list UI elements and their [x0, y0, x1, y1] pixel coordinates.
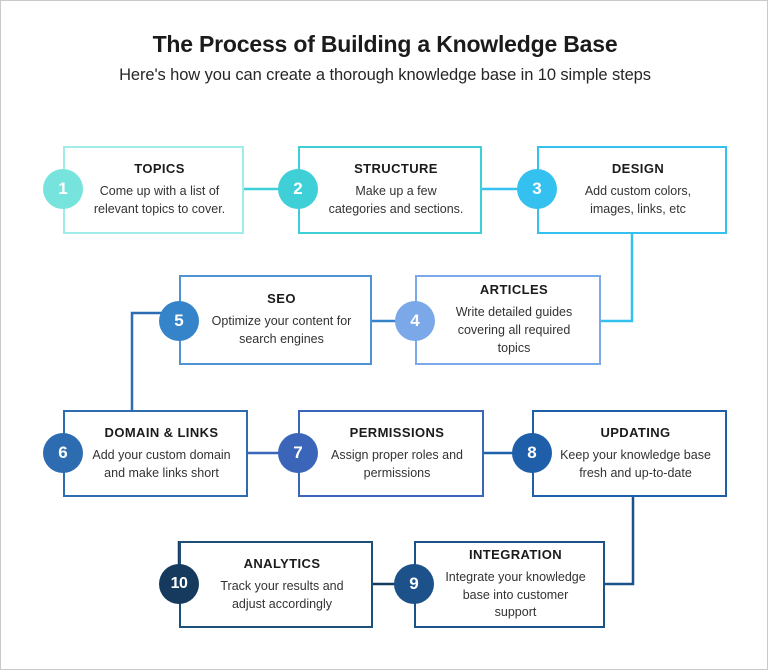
step-number-4: 4: [410, 311, 420, 330]
connector-3-4: [601, 234, 634, 323]
step-badge-10[interactable]: 10: [159, 564, 199, 604]
step-number-3: 3: [532, 179, 542, 198]
step-box-5[interactable]: SEO Optimize your content for search eng…: [179, 275, 372, 365]
step-description-5: Optimize your content for search engines: [211, 314, 352, 346]
step-number-10: 10: [170, 575, 188, 592]
step-number-1: 1: [58, 179, 68, 198]
step-description-7: Assign proper roles and permissions: [330, 447, 464, 480]
page-subtitle: Here's how you can create a thorough kno…: [119, 66, 651, 84]
step-box-4[interactable]: ARTICLES Write detailed guides covering …: [415, 275, 601, 365]
step-title-5: SEO: [267, 291, 296, 307]
header-block: The Process of Building a Knowledge Base…: [1, 31, 767, 85]
step-box-6[interactable]: DOMAIN & LINKS Add your custom domain an…: [63, 410, 248, 497]
step-content-7: PERMISSIONS Assign proper roles and perm…: [300, 412, 482, 495]
page-title: The Process of Building a Knowledge Base: [152, 31, 618, 57]
step-number-5: 5: [174, 311, 184, 330]
step-badge-4[interactable]: 4: [395, 301, 435, 341]
step-number-9: 9: [409, 574, 419, 593]
step-box-2[interactable]: STRUCTURE Make up a few categories and s…: [298, 146, 482, 234]
step-content-6: DOMAIN & LINKS Add your custom domain an…: [65, 412, 246, 495]
step-badge-5[interactable]: 5: [159, 301, 199, 341]
step-badge-6[interactable]: 6: [43, 433, 83, 473]
step-content-3: DESIGN Add custom colors, images, links,…: [539, 148, 725, 232]
step-description-2: Make up a few categories and sections.: [328, 184, 464, 216]
step-content-5: SEO Optimize your content for search eng…: [181, 277, 370, 363]
step-badge-9[interactable]: 9: [394, 564, 434, 604]
step-description-8: Keep your knowledge base fresh and up-to…: [560, 447, 711, 480]
step-box-8[interactable]: UPDATING Keep your knowledge base fresh …: [532, 410, 727, 497]
step-title-8: UPDATING: [600, 424, 671, 440]
step-badge-1[interactable]: 1: [43, 169, 83, 209]
step-badge-3[interactable]: 3: [517, 169, 557, 209]
step-title-10: ANALYTICS: [243, 555, 321, 571]
step-content-2: STRUCTURE Make up a few categories and s…: [300, 148, 480, 232]
step-description-4: Write detailed guides covering all requi…: [455, 305, 573, 355]
step-content-8: UPDATING Keep your knowledge base fresh …: [534, 412, 725, 495]
step-box-7[interactable]: PERMISSIONS Assign proper roles and perm…: [298, 410, 484, 497]
step-description-6: Add your custom domain and make links sh…: [92, 447, 231, 480]
step-title-1: TOPICS: [134, 161, 185, 177]
step-number-7: 7: [293, 443, 303, 462]
step-title-2: STRUCTURE: [354, 161, 438, 177]
step-content-4: ARTICLES Write detailed guides covering …: [417, 277, 599, 363]
step-badge-7[interactable]: 7: [278, 433, 318, 473]
step-content-1: TOPICS Come up with a list of relevant t…: [65, 148, 242, 232]
step-box-9[interactable]: INTEGRATION Integrate your knowledge bas…: [414, 541, 605, 628]
step-description-10: Track your results and adjust accordingl…: [220, 578, 344, 611]
step-content-9: INTEGRATION Integrate your knowledge bas…: [416, 543, 603, 626]
step-description-9: Integrate your knowledge base into custo…: [445, 569, 586, 620]
connector-8-9: [605, 497, 635, 586]
step-title-7: PERMISSIONS: [349, 424, 445, 440]
step-title-6: DOMAIN & LINKS: [104, 424, 219, 440]
step-number-6: 6: [58, 443, 68, 462]
step-title-3: DESIGN: [611, 161, 665, 177]
step-box-3[interactable]: DESIGN Add custom colors, images, links,…: [537, 146, 727, 234]
step-number-2: 2: [293, 179, 303, 198]
step-box-1[interactable]: TOPICS Come up with a list of relevant t…: [63, 146, 244, 234]
step-badge-8[interactable]: 8: [512, 433, 552, 473]
step-number-8: 8: [527, 443, 537, 462]
step-description-3: Add custom colors, images, links, etc: [584, 184, 692, 216]
step-description-1: Come up with a list of relevant topics t…: [93, 184, 226, 216]
step-title-4: ARTICLES: [479, 282, 549, 298]
step-title-9: INTEGRATION: [469, 546, 562, 562]
step-box-10[interactable]: ANALYTICS Track your results and adjust …: [179, 541, 373, 628]
step-badge-2[interactable]: 2: [278, 169, 318, 209]
step-content-10: ANALYTICS Track your results and adjust …: [181, 543, 371, 626]
